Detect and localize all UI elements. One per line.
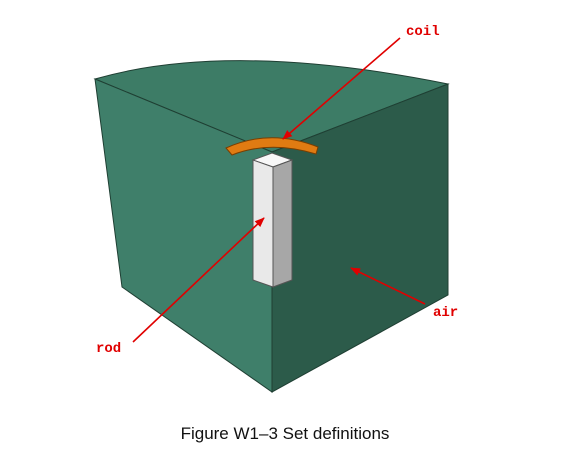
rod-arrow bbox=[132, 217, 265, 343]
coil-label: coil bbox=[406, 24, 440, 40]
rod-front-face bbox=[252, 159, 274, 288]
coil-part bbox=[225, 137, 319, 156]
figure-caption: Figure W1–3 Set definitions bbox=[180, 424, 390, 443]
coil-arrow bbox=[282, 37, 401, 140]
coil-arc bbox=[225, 137, 319, 156]
air-region bbox=[93, 60, 450, 393]
air-arrow bbox=[350, 267, 426, 305]
rod-label: rod bbox=[96, 341, 121, 357]
rod-side-face bbox=[272, 159, 293, 288]
rod-part bbox=[251, 152, 294, 288]
annotations: coil rod air bbox=[96, 24, 458, 357]
air-label: air bbox=[433, 305, 458, 321]
air-top-face bbox=[93, 60, 450, 153]
air-right-face bbox=[271, 83, 449, 393]
